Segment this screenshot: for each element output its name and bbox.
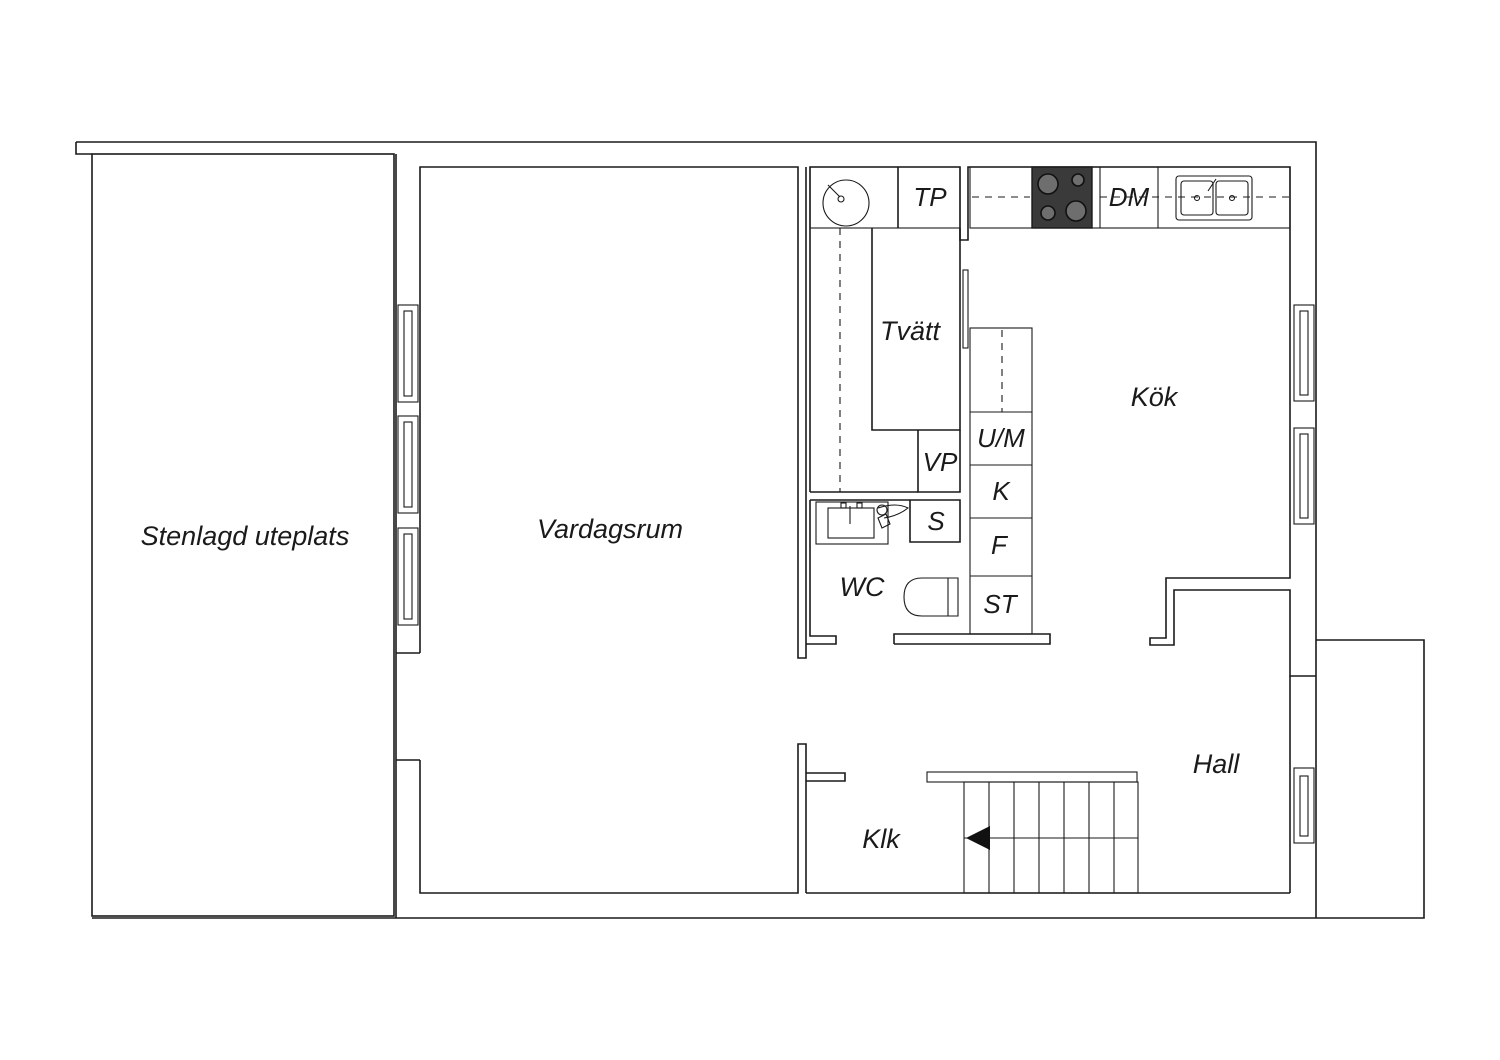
stove-icon bbox=[1031, 166, 1093, 229]
sink-icon bbox=[840, 502, 910, 529]
stairs-icon bbox=[963, 781, 1139, 894]
double-sink-icon bbox=[1175, 175, 1253, 221]
fixture-label-k: K bbox=[992, 476, 1011, 506]
living-room-walls bbox=[396, 166, 807, 894]
hall-walls bbox=[806, 676, 1291, 894]
fixture-label-s: S bbox=[927, 506, 945, 536]
room-label-patio: Stenlagd uteplats bbox=[141, 521, 350, 551]
toilet-icon bbox=[903, 577, 959, 617]
fixture-label-tp: TP bbox=[913, 182, 947, 212]
window-icon bbox=[1293, 767, 1315, 844]
round-basin-icon bbox=[822, 179, 870, 227]
fixture-label-st: ST bbox=[983, 589, 1018, 619]
fixture-label-dm: DM bbox=[1109, 182, 1150, 212]
window-icon bbox=[397, 415, 419, 514]
room-label-closet: Klk bbox=[862, 824, 901, 854]
wc-walls bbox=[806, 499, 1051, 645]
window-icon bbox=[397, 304, 419, 403]
patio-area bbox=[91, 153, 395, 917]
fixture-label-f: F bbox=[991, 530, 1009, 560]
room-label-kitchen: Kök bbox=[1131, 382, 1179, 412]
window-icon bbox=[1293, 427, 1315, 525]
room-label-wc: WC bbox=[840, 572, 885, 602]
room-label-hall: Hall bbox=[1193, 749, 1241, 779]
fixture-label-vp: VP bbox=[923, 447, 958, 477]
laundry-door bbox=[962, 269, 969, 349]
exterior-walls bbox=[75, 141, 1425, 919]
room-label-laundry: Tvätt bbox=[880, 316, 942, 346]
service-walls bbox=[809, 166, 1316, 677]
room-label-living: Vardagsrum bbox=[537, 514, 683, 544]
window-icon bbox=[1293, 304, 1315, 402]
fixture-label-um: U/M bbox=[977, 423, 1025, 453]
window-icon bbox=[397, 527, 419, 626]
